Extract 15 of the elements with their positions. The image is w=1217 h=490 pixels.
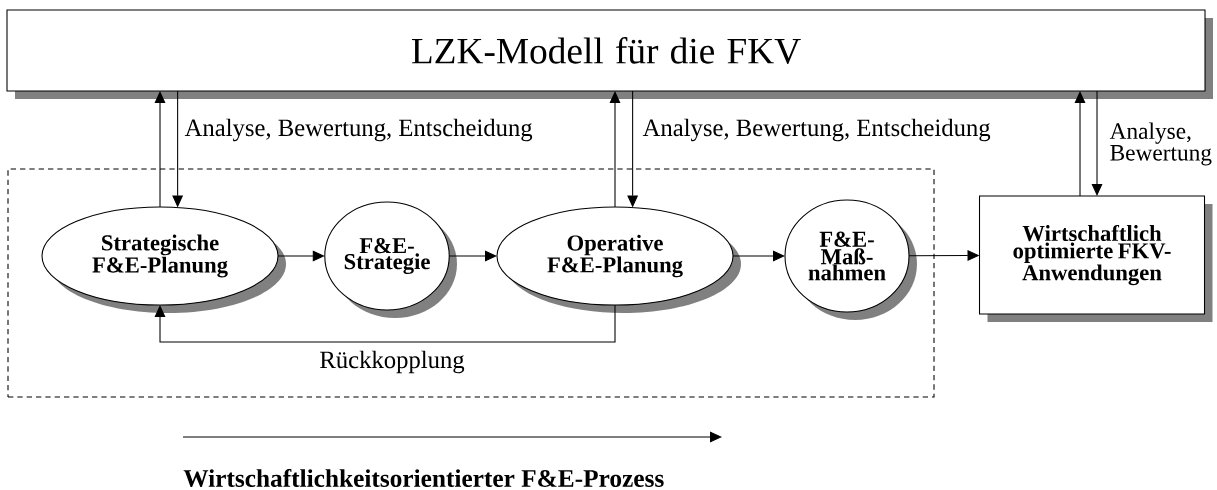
arrow bbox=[732, 250, 785, 262]
dashed-frame bbox=[7, 168, 935, 398]
caption: Wirtschaftlichkeitsorientierter F&E-Prozess bbox=[183, 468, 664, 488]
model-box: LZK-Modell für die FKV bbox=[6, 9, 1213, 99]
arrow bbox=[448, 250, 497, 262]
result-box: Wirtschaftlich optimierte FKV-Anwendungen bbox=[978, 195, 1213, 322]
arrow bbox=[1074, 91, 1086, 197]
edge-label: Analyse, Bewertung, Entscheidung bbox=[641, 117, 992, 143]
arrow bbox=[154, 91, 166, 208]
edge-label: Analyse, Bewertung bbox=[1108, 121, 1217, 167]
arrow bbox=[154, 304, 616, 343]
edge-label: Rückkopplung bbox=[318, 349, 466, 375]
arrow bbox=[609, 91, 621, 208]
arrow bbox=[1091, 90, 1103, 196]
edge-label: Analyse, Bewertung, Entscheidung bbox=[183, 117, 534, 143]
